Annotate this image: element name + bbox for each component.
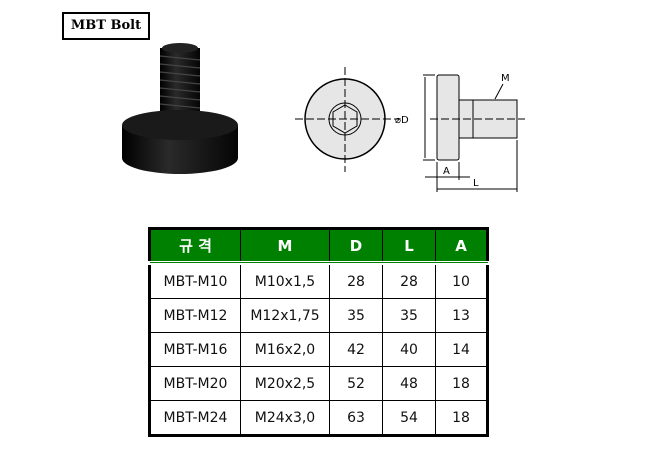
bolt-technical-drawing: ⌀D M A L — [295, 67, 525, 192]
table-cell: M10x1,5 — [240, 262, 330, 299]
header-spec: 규 격 — [149, 228, 241, 265]
table-cell: 42 — [329, 332, 383, 367]
table-cell: MBT-M20 — [149, 366, 241, 401]
head-thickness-label: A — [443, 166, 450, 177]
table-cell: 28 — [382, 262, 436, 299]
header-m: M — [240, 228, 330, 265]
thread-label: M — [501, 73, 510, 84]
header-l: L — [382, 228, 436, 265]
table-cell: 28 — [329, 262, 383, 299]
table-header-row: 규 격 M D L A — [149, 228, 488, 265]
table-cell: 18 — [435, 366, 488, 401]
table-cell: 13 — [435, 298, 488, 333]
table-cell: M16x2,0 — [240, 332, 330, 367]
table-cell: 52 — [329, 366, 383, 401]
table-cell: 63 — [329, 400, 383, 436]
table-cell: 10 — [435, 262, 488, 299]
table-cell: 35 — [382, 298, 436, 333]
table-cell: M24x3,0 — [240, 400, 330, 436]
product-title: MBT Bolt — [62, 12, 150, 40]
table-cell: MBT-M24 — [149, 400, 241, 436]
table-cell: 54 — [382, 400, 436, 436]
table-cell: MBT-M12 — [149, 298, 241, 333]
table-cell: 48 — [382, 366, 436, 401]
header-d: D — [329, 228, 383, 265]
table-cell: MBT-M16 — [149, 332, 241, 367]
length-label: L — [473, 178, 479, 189]
diameter-label: ⌀D — [395, 115, 409, 126]
bolt-photo — [122, 43, 238, 174]
table-cell: MBT-M10 — [149, 262, 241, 299]
table-cell: M12x1,75 — [240, 298, 330, 333]
table-cell: 18 — [435, 400, 488, 436]
table-cell: 14 — [435, 332, 488, 367]
table-cell: M20x2,5 — [240, 366, 330, 401]
header-a: A — [435, 228, 488, 265]
table-cell: 40 — [382, 332, 436, 367]
table-cell: 35 — [329, 298, 383, 333]
